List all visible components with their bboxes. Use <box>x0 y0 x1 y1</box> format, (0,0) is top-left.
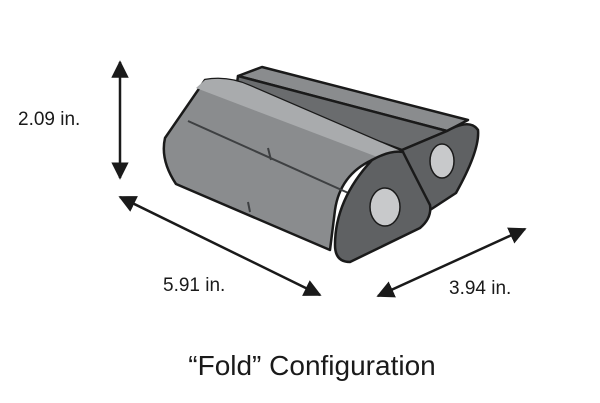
height-dimension-label: 2.09 in. <box>18 109 80 130</box>
length-dimension-label: 5.91 in. <box>163 275 225 296</box>
length-dimension-arrow <box>118 195 322 297</box>
width-dimension-label: 3.94 in. <box>449 278 511 299</box>
back-prism-end-hole <box>429 143 455 179</box>
front-prism-end-hole <box>369 187 401 227</box>
diagram-caption: “Fold” Configuration <box>188 350 435 381</box>
width-dimension-arrow <box>376 227 527 298</box>
front-prism-highlight <box>196 78 403 158</box>
